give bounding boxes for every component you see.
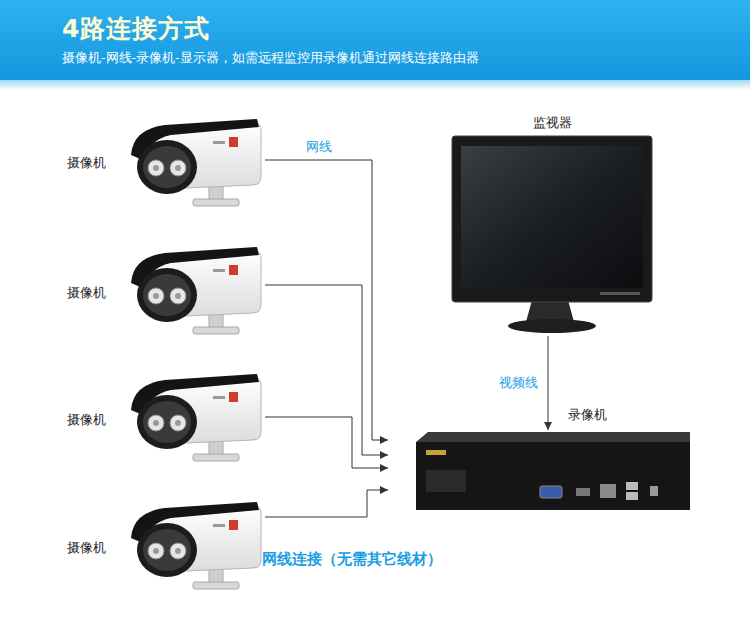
recorder-picture-part <box>650 486 658 496</box>
monitor-picture-part <box>452 136 652 302</box>
recorder-node: 录像机 <box>388 430 690 512</box>
subtitle: 摄像机-网线-录像机-显示器，如需远程监控用录像机通过网线连接路由器 <box>62 50 479 67</box>
recorder-picture-part <box>540 486 562 498</box>
camera-node: 摄像机 <box>58 115 265 215</box>
note-text: 网线连接（无需其它线材） <box>262 550 442 569</box>
camera-node: 摄像机 <box>58 498 265 598</box>
recorder-picture <box>416 432 690 510</box>
recorder-picture-part <box>426 450 446 455</box>
monitor-node: 监视器 <box>445 108 660 336</box>
monitor-picture-part <box>508 319 596 333</box>
recorder-picture-part <box>576 488 590 496</box>
header-band <box>0 0 750 80</box>
recorder-picture-part <box>416 432 690 442</box>
node-label: 摄像机 <box>67 411 106 429</box>
node-label: 录像机 <box>568 406 607 424</box>
edge-label: 视频线 <box>497 374 540 392</box>
node-label: 监视器 <box>533 114 572 132</box>
monitor-picture-part <box>600 292 640 295</box>
camera-node: 摄像机 <box>58 243 265 343</box>
recorder-picture-part <box>426 470 466 492</box>
node-label: 摄像机 <box>67 284 106 302</box>
camera-picture <box>131 374 261 461</box>
page-title: 4路连接方式 <box>62 12 210 45</box>
monitor-picture-part <box>526 300 574 322</box>
camera-picture <box>131 502 261 589</box>
header-strip <box>0 80 750 90</box>
node-label: 摄像机 <box>67 539 106 557</box>
camera-picture <box>131 119 261 206</box>
node-label: 摄像机 <box>67 154 106 172</box>
connector <box>265 417 388 468</box>
connector <box>265 160 388 440</box>
recorder-picture-part <box>416 442 690 510</box>
connector <box>548 336 549 430</box>
recorder-picture-part <box>626 492 638 500</box>
recorder-picture-part <box>626 482 638 490</box>
monitor-picture <box>452 136 652 333</box>
recorder-picture-part <box>600 484 616 498</box>
camera-node: 摄像机 <box>58 370 265 470</box>
connector <box>265 490 388 517</box>
connector <box>265 285 388 455</box>
camera-picture <box>131 247 261 334</box>
monitor-picture-part <box>461 146 643 288</box>
edge-label: 网线 <box>304 138 334 156</box>
